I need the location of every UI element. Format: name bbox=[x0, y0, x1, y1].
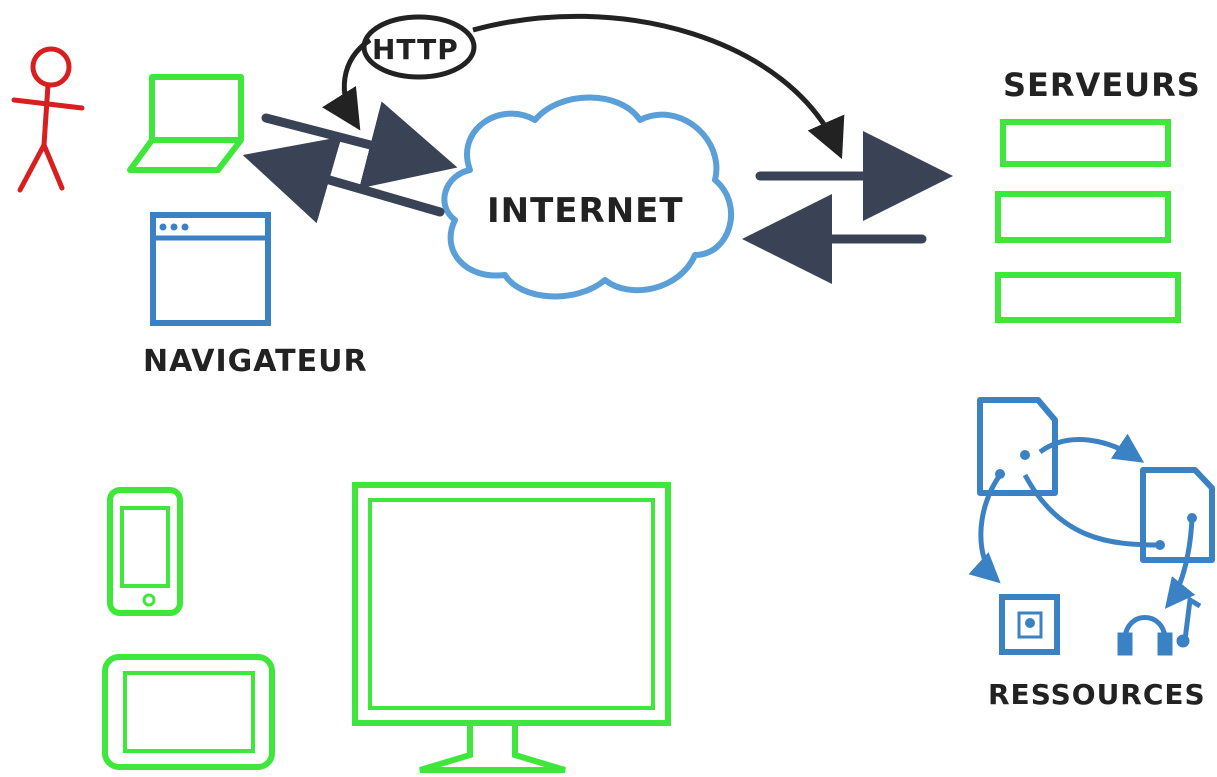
person-icon bbox=[11, 46, 85, 193]
http-bubble: HTTP bbox=[361, 14, 477, 80]
link-arrow bbox=[968, 473, 1003, 584]
server-unit bbox=[1000, 119, 1171, 167]
internet-cloud bbox=[441, 94, 734, 300]
arrow-internet-to-browser bbox=[242, 136, 445, 224]
headphones-icon bbox=[1117, 595, 1202, 656]
image-resource-icon bbox=[999, 594, 1060, 655]
http-arrow-to-server-side bbox=[472, 13, 845, 160]
internet-label: INTERNET bbox=[487, 191, 684, 231]
laptop-icon bbox=[127, 74, 244, 173]
servers-label: SERVEURS bbox=[1003, 66, 1201, 104]
link-arrow bbox=[1164, 517, 1196, 609]
browser-label: NAVIGATEUR bbox=[143, 344, 368, 379]
http-arrow-to-browser-side bbox=[322, 37, 372, 131]
document-icon bbox=[977, 397, 1058, 496]
tablet-icon bbox=[102, 654, 275, 770]
link-arrow bbox=[1038, 433, 1145, 463]
server-rack bbox=[995, 119, 1181, 323]
server-unit bbox=[995, 191, 1171, 243]
server-unit bbox=[995, 272, 1181, 323]
http-label: HTTP bbox=[372, 33, 459, 66]
resources-label: RESSOURCES bbox=[988, 678, 1206, 711]
arrow-browser-to-internet bbox=[261, 101, 458, 189]
browser-window-icon bbox=[150, 212, 271, 326]
resources-graph bbox=[968, 397, 1215, 656]
monitor-icon bbox=[352, 482, 671, 773]
smartphone-icon bbox=[107, 487, 183, 616]
link-arrow bbox=[1022, 473, 1161, 548]
